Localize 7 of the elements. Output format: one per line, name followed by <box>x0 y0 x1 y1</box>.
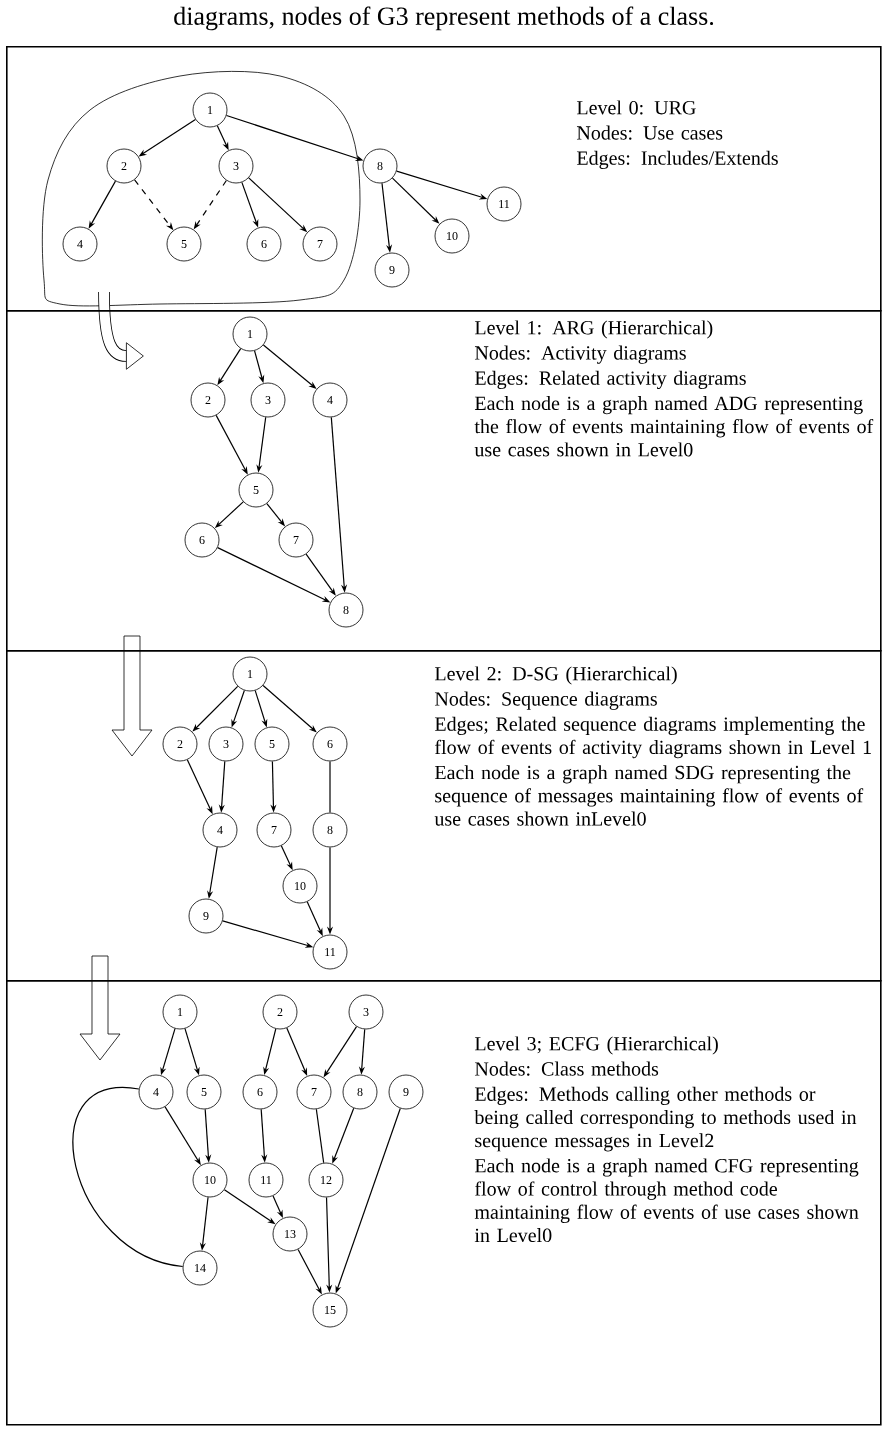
caption: diagrams, nodes of G3 represent methods of a class. <box>174 6 714 31</box>
connector-line <box>72 1087 184 1268</box>
arrow <box>305 553 336 596</box>
arrow <box>192 685 239 732</box>
arrow <box>262 684 317 733</box>
connector-line <box>315 1108 325 1164</box>
connector-line <box>329 760 331 814</box>
